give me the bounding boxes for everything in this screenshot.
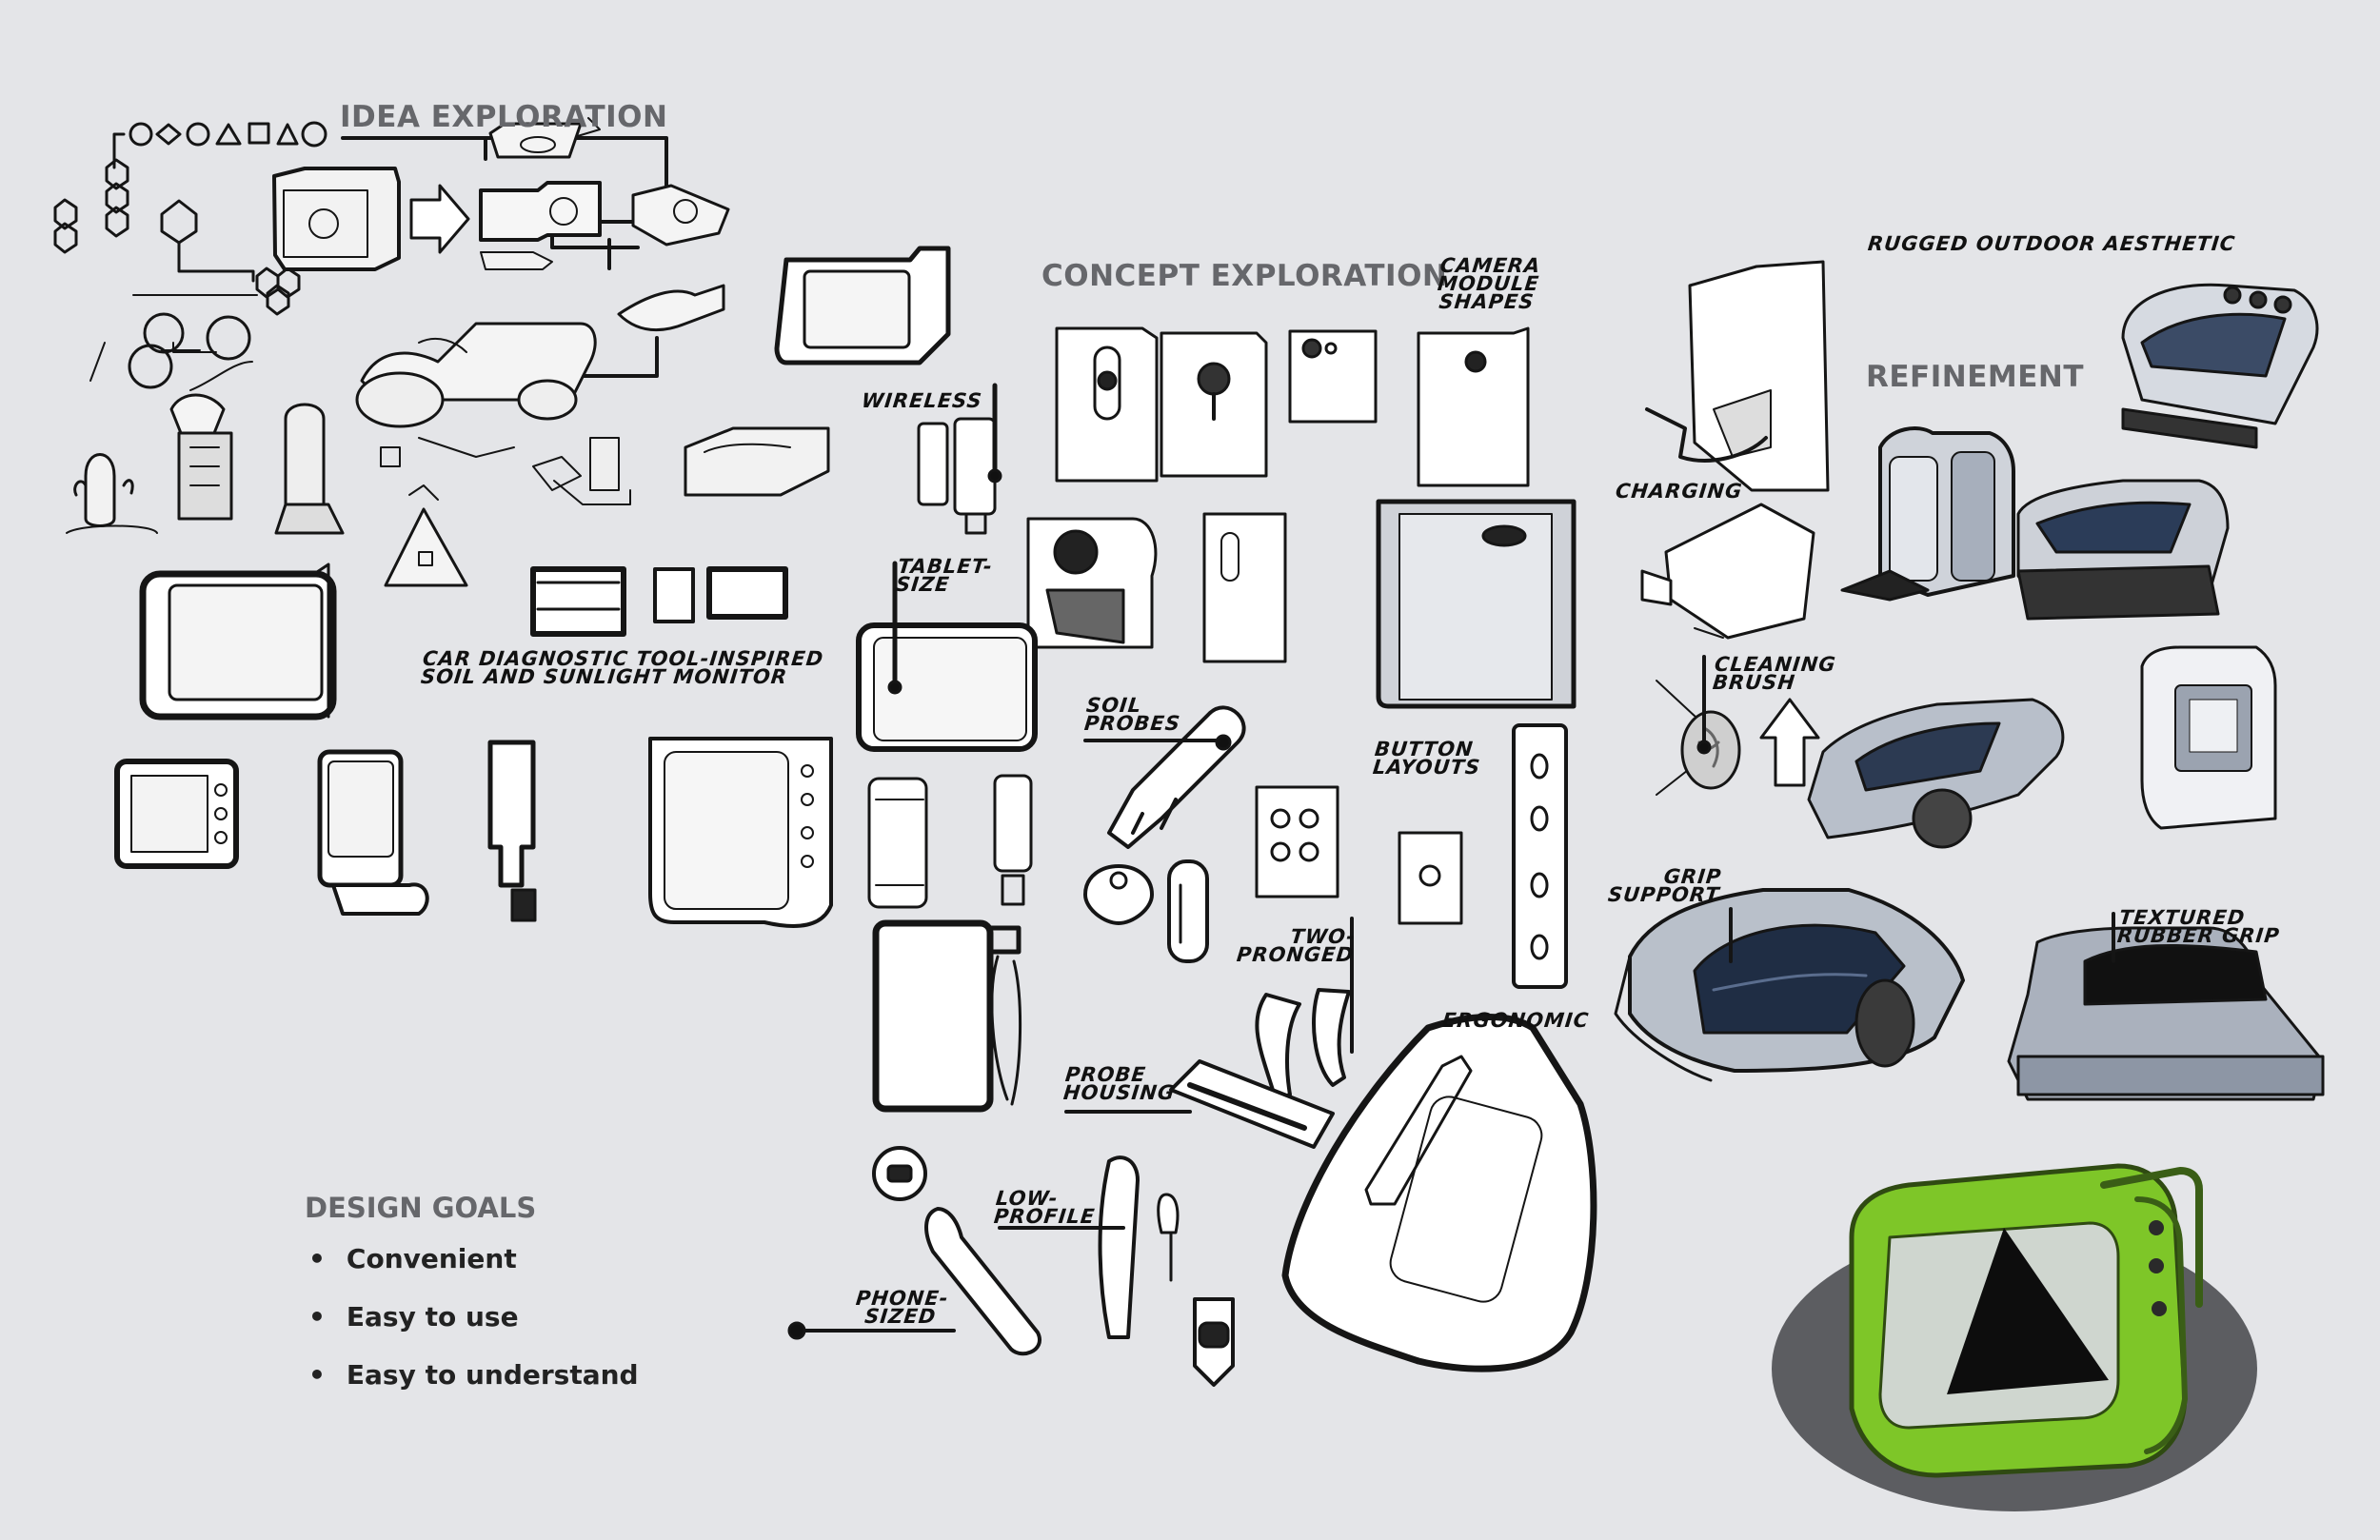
list-item: Easy to use xyxy=(305,1301,639,1359)
label-camera-module-shapes: CAMERA MODULE SHAPES xyxy=(1436,254,1542,313)
list-item: Convenient xyxy=(305,1243,639,1301)
label-rugged-outdoor-aesthetic: RUGGED OUTDOOR AESTHETIC xyxy=(1866,232,2237,255)
label-grip-support: GRIP SUPPORT xyxy=(1606,865,1723,906)
design-goals-heading: DESIGN GOALS xyxy=(305,1192,537,1224)
label-ergonomic: ERGONOMIC xyxy=(1440,1009,1591,1032)
idea-exploration-heading: IDEA EXPLORATION xyxy=(340,100,668,134)
label-two-pronged: TWO- PRONGED xyxy=(1235,925,1358,966)
label-phone-sized: PHONE- SIZED xyxy=(854,1287,950,1328)
label-low-profile: LOW- PROFILE xyxy=(992,1187,1097,1228)
design-goals-list: Convenient Easy to use Easy to understan… xyxy=(305,1243,639,1417)
refinement-heading: REFINEMENT xyxy=(1866,360,2084,394)
tablet-concepts xyxy=(114,563,833,928)
idea-flow-sketch xyxy=(53,117,830,587)
label-probe-housing: PROBE HOUSING xyxy=(1061,1063,1177,1104)
label-soil-probes: SOIL PROBES xyxy=(1082,694,1182,735)
concept-exploration-heading: CONCEPT EXPLORATION xyxy=(1041,259,1448,293)
label-charging: CHARGING xyxy=(1614,480,1744,503)
refinement-renderings xyxy=(1614,260,2325,1511)
label-car-diagnostic: CAR DIAGNOSTIC TOOL-INSPIRED SOIL AND SU… xyxy=(419,647,825,688)
list-item: Easy to understand xyxy=(305,1359,639,1417)
label-button-layouts: BUTTON LAYOUTS xyxy=(1371,738,1482,779)
label-wireless: WIRELESS xyxy=(860,389,984,412)
label-tablet-size: TABLET- SIZE xyxy=(894,555,994,596)
label-textured-rubber-grip: TEXTURED RUBBER GRIP xyxy=(2115,906,2282,947)
label-cleaning-brush: CLEANING BRUSH xyxy=(1711,653,1837,694)
concept-sketches xyxy=(774,246,1597,1387)
